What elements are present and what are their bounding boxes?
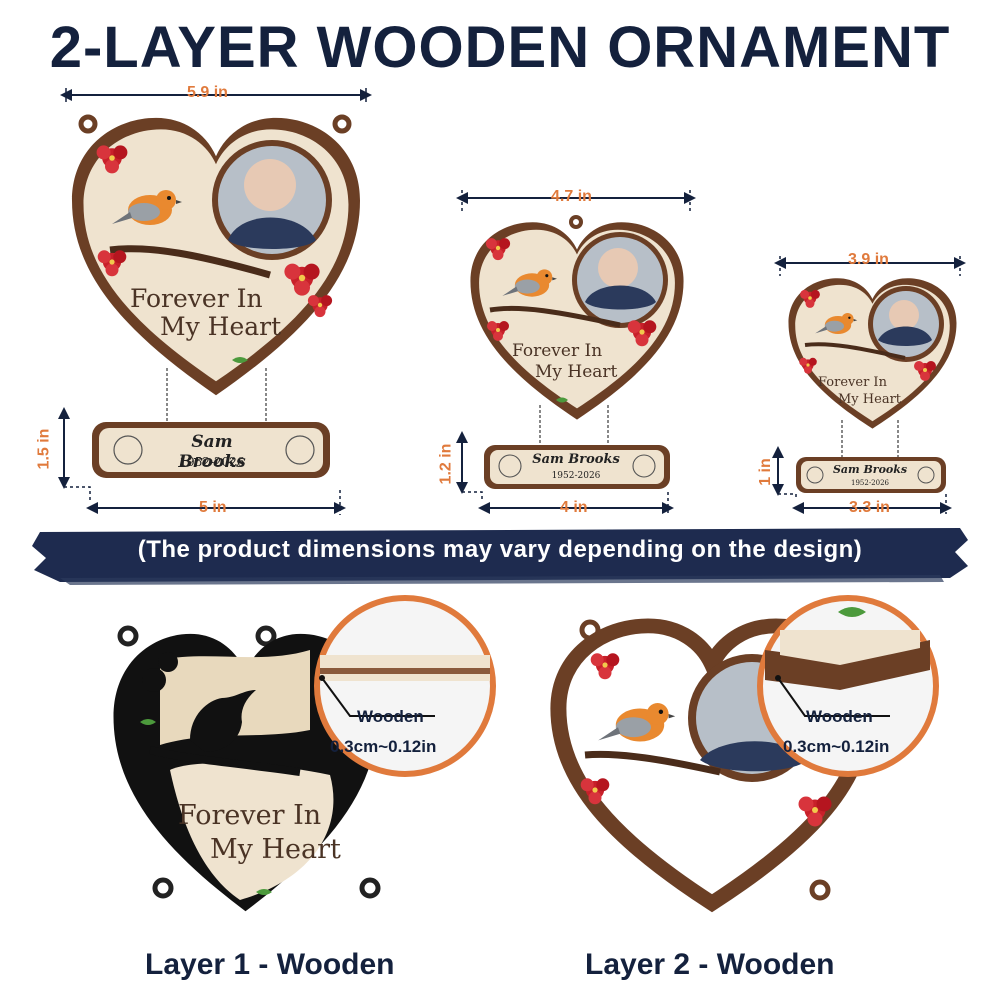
large-width-label: 5.9 in: [187, 84, 228, 101]
small-text-line1: Forever In: [818, 375, 887, 390]
layer2-material: Wooden: [806, 707, 873, 726]
layer1-material: Wooden: [357, 707, 424, 726]
layer1-label: Layer 1 - Wooden: [145, 948, 395, 981]
large-height-label: 1.5 in: [35, 428, 53, 470]
ornament-large: [58, 88, 372, 515]
medium-name: Sam Brooks: [532, 452, 620, 467]
layer2-label: Layer 2 - Wooden: [585, 948, 835, 981]
medium-text-line2: My Heart: [535, 362, 618, 382]
dimensions-note: (The product dimensions may vary dependi…: [137, 536, 863, 563]
small-text-line2: My Heart: [838, 392, 902, 407]
small-width-label: 3.9 in: [848, 251, 889, 268]
small-height-label: 1 in: [756, 458, 774, 486]
medium-plaque-width-label: 4 in: [560, 499, 588, 516]
large-text-line2: My Heart: [160, 312, 282, 341]
medium-text-line1: Forever In: [512, 341, 603, 361]
large-years: 1952-2026: [179, 455, 245, 469]
layer1-text-line2: My Heart: [210, 834, 341, 865]
small-years: 1952-2026: [851, 479, 889, 487]
layer1-thickness: 0.3cm~0.12in: [330, 737, 437, 756]
page-title: 2-LAYER WOODEN ORNAMENT: [49, 15, 951, 80]
banner-stroke: [32, 528, 968, 582]
layer1-zoom-lens: [314, 595, 496, 777]
large-name: Sam Brooks: [178, 432, 246, 472]
medium-years: 1952-2026: [551, 471, 601, 481]
layer1-graphic: [113, 625, 381, 912]
ornament-medium: [456, 190, 696, 514]
layer1-text-line1: Forever In: [178, 800, 322, 831]
medium-height-label: 1.2 in: [437, 443, 455, 485]
small-name: Sam Brooks: [832, 463, 908, 476]
layer2-zoom-lens: [757, 595, 939, 777]
small-plaque-width-label: 3.3 in: [849, 499, 890, 516]
large-plaque-width-label: 5 in: [199, 499, 227, 516]
layer2-thickness: 0.3cm~0.12in: [783, 737, 890, 756]
ornament-small: [772, 256, 966, 514]
large-text-line1: Forever In: [130, 284, 263, 313]
medium-width-label: 4.7 in: [551, 188, 592, 205]
